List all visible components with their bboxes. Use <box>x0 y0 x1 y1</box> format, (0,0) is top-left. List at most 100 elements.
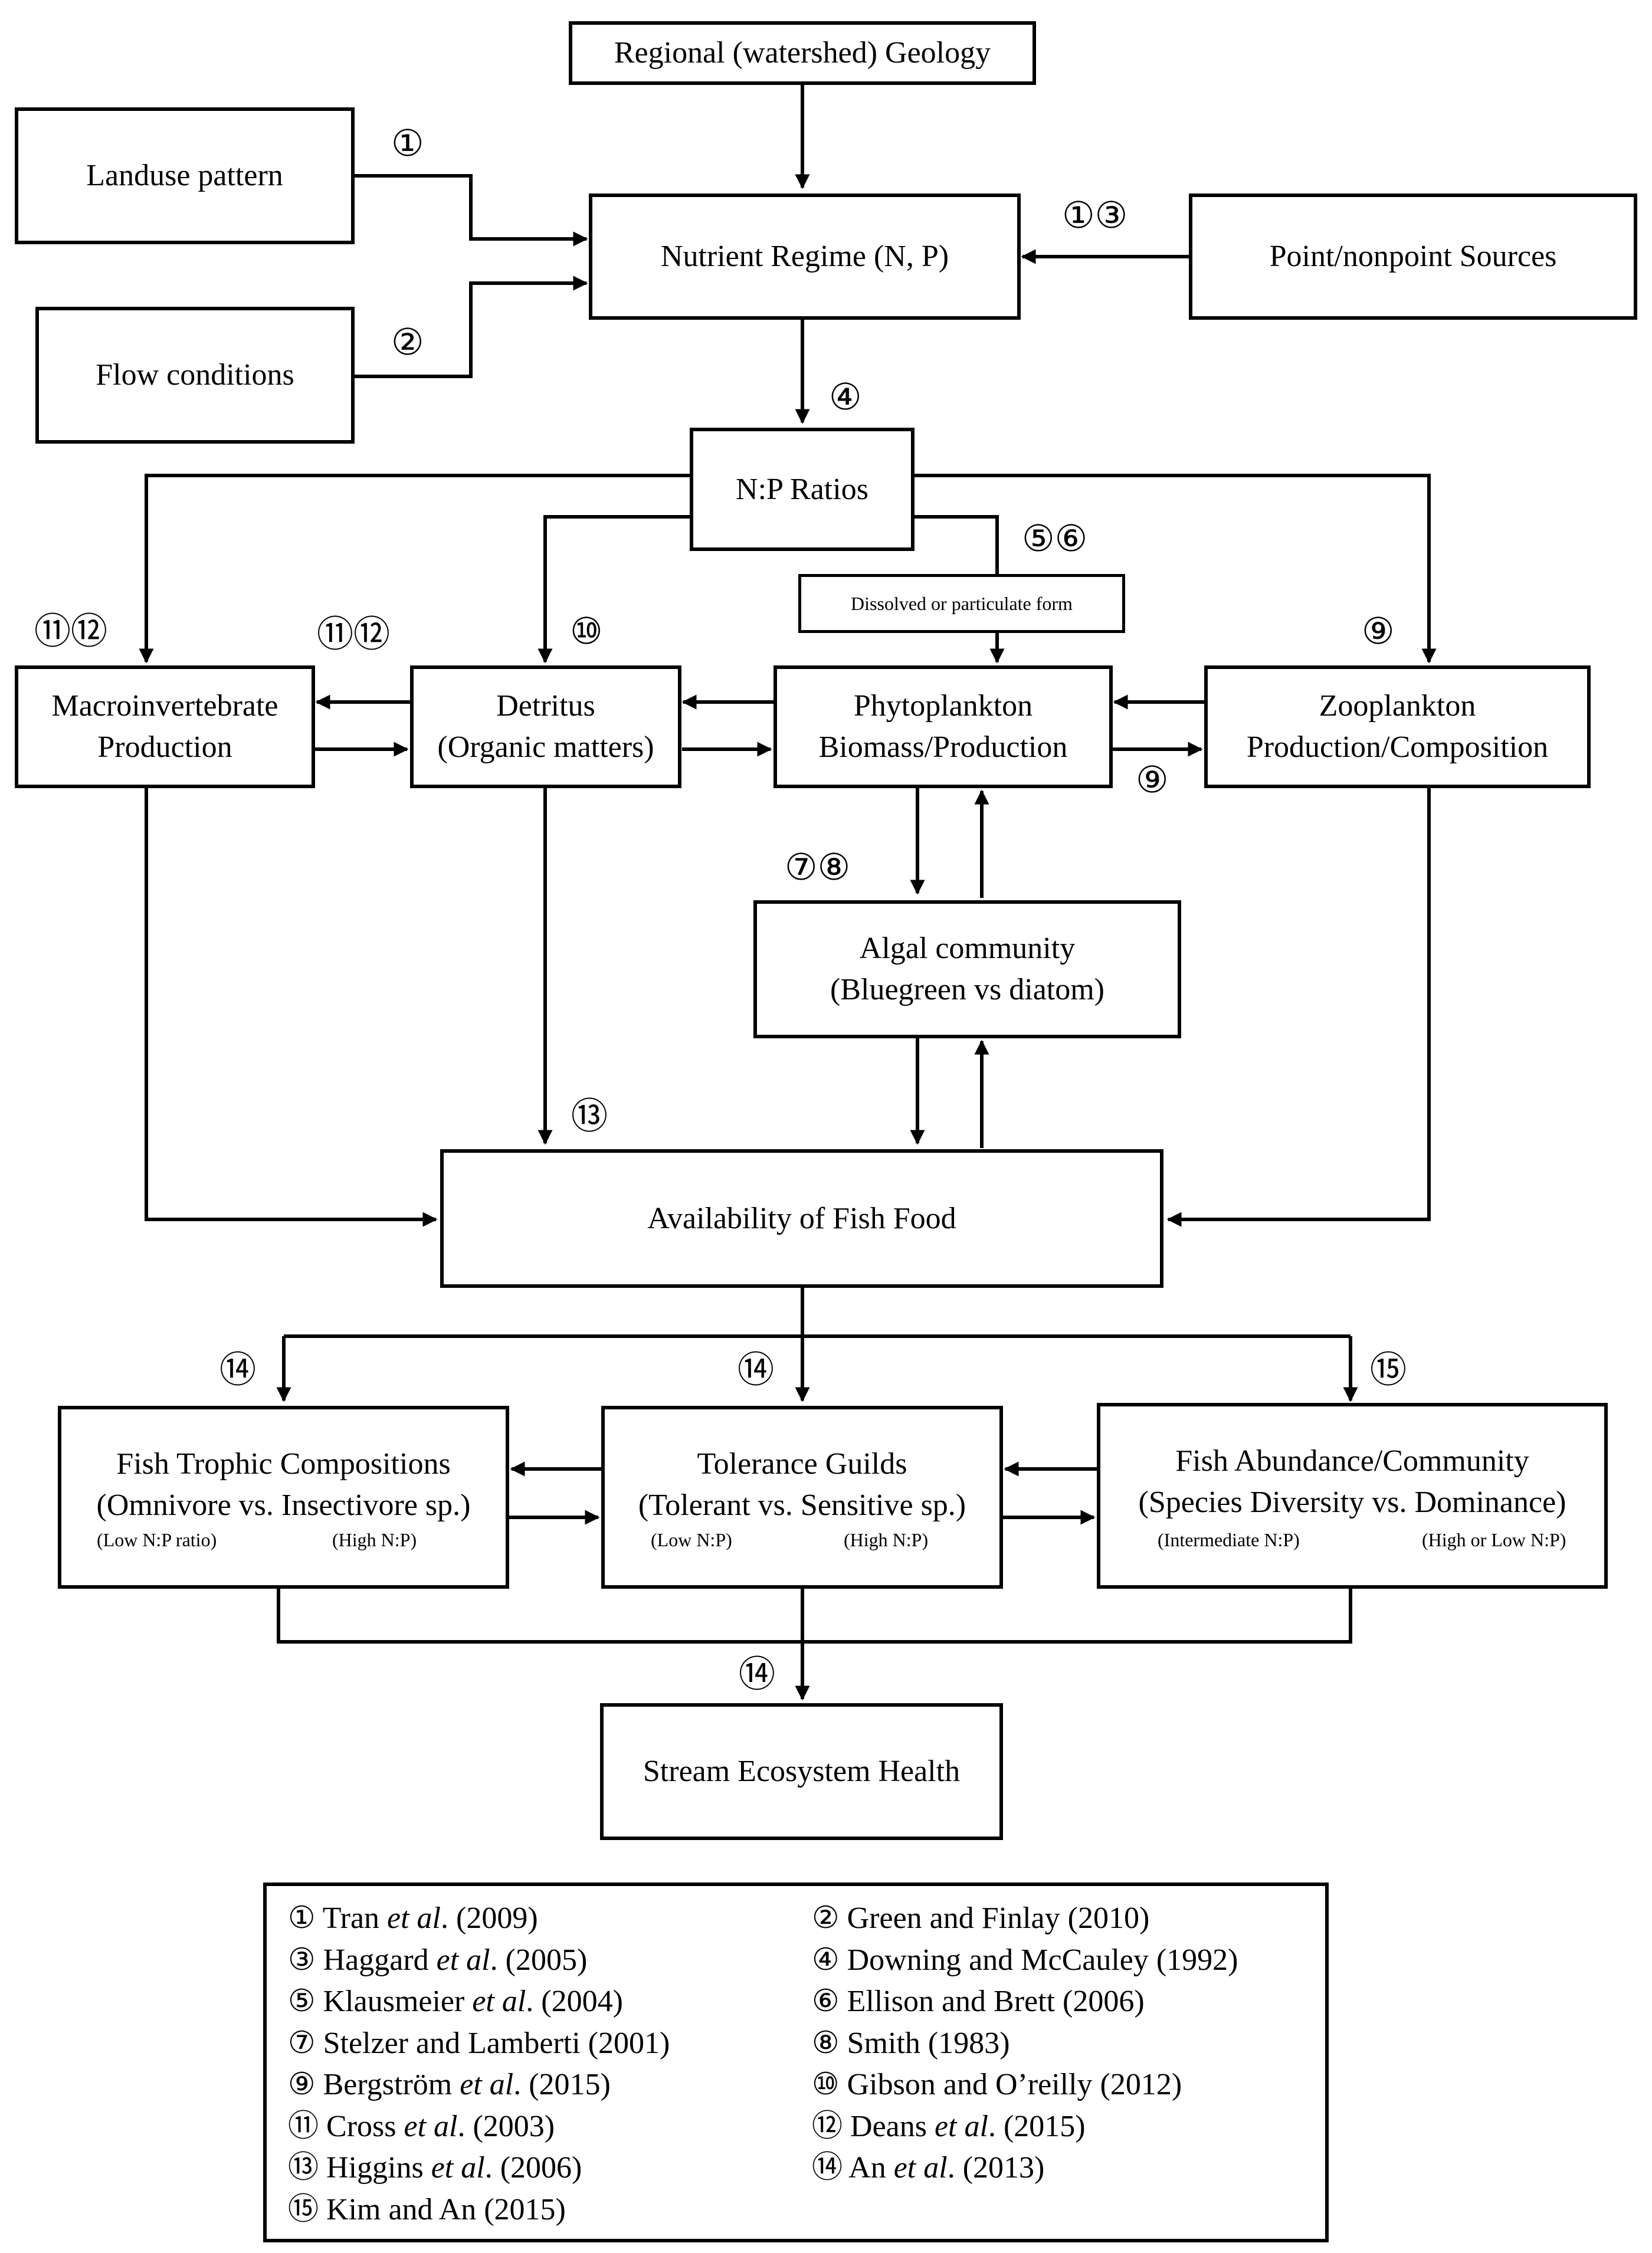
references-legend <box>263 1883 1329 2242</box>
arrow-zoo-food <box>1166 786 1431 1227</box>
reference-number: ⑪ <box>288 2109 327 2143</box>
node-zooplankton: Zooplankton Production/Composition <box>1204 665 1591 788</box>
reference-et-al: et al <box>893 2151 948 2185</box>
reference-item: ⑬ Higgins et al. (2006) <box>288 2150 582 2186</box>
node-macroinvertebrate-line2: Production <box>97 730 232 764</box>
marker-macro-left: ⑪⑫ <box>317 615 391 655</box>
reference-et-al: et al <box>404 2109 458 2143</box>
abundance-note-low: (Intermediate N:P) <box>1158 1529 1300 1550</box>
reference-item: ⑧ Smith (1983) <box>812 2026 1010 2061</box>
node-trophic-line1: Fish Trophic Compositions <box>116 1447 451 1481</box>
reference-item: ⑦ Stelzer and Lamberti (2001) <box>288 2026 670 2061</box>
line-np-dissolved <box>913 515 999 575</box>
node-geology-label: Regional (watershed) Geology <box>614 36 991 70</box>
node-detritus-line1: Detritus <box>496 689 595 723</box>
marker-trophic: ⑭ <box>219 1350 257 1391</box>
reference-et-al: et al <box>387 1901 441 1935</box>
reference-item: ⑨ Bergström et al. (2015) <box>288 2067 611 2103</box>
marker-dissolved: ⑤⑥ <box>1022 519 1088 559</box>
reference-number: ⑨ <box>288 2068 323 2101</box>
reference-year: . (2015) <box>988 2109 1086 2143</box>
node-flow-label: Flow conditions <box>96 358 294 392</box>
node-detritus-line2: (Organic matters) <box>437 730 654 764</box>
reference-author: Higgins <box>326 2151 431 2185</box>
line-food-split <box>284 1286 1351 1338</box>
reference-number: ④ <box>812 1943 847 1977</box>
reference-author: Ellison and Brett (2006) <box>847 1985 1145 2018</box>
reference-year: . (2003) <box>457 2109 555 2143</box>
marker-np: ④ <box>829 378 862 418</box>
reference-item: ⑭ An et al. (2013) <box>812 2150 1044 2186</box>
reference-item: ③ Haggard et al. (2005) <box>288 1943 587 1978</box>
reference-author: An <box>848 2151 894 2185</box>
reference-year: . (2006) <box>484 2151 582 2185</box>
reference-number: ⑤ <box>288 1985 323 2018</box>
node-zooplankton-line1: Zooplankton <box>1319 689 1476 723</box>
node-abundance-line1: Fish Abundance/Community <box>1175 1444 1529 1478</box>
node-abundance-line2: (Species Diversity vs. Dominance) <box>1138 1485 1566 1519</box>
marker-abundance: ⑮ <box>1370 1350 1407 1391</box>
marker-zoo: ⑨ <box>1362 612 1395 652</box>
marker-tolerance: ⑭ <box>738 1350 775 1391</box>
arrow-macro-food <box>145 786 438 1227</box>
node-fish-food-label: Availability of Fish Food <box>647 1201 956 1235</box>
reference-et-al: et al <box>472 1985 526 2018</box>
node-trophic-line2: (Omnivore vs. Insectivore sp.) <box>96 1488 471 1522</box>
reference-number: ② <box>812 1901 847 1935</box>
node-point-sources-label: Point/nonpoint Sources <box>1269 240 1557 273</box>
reference-item: ① Tran et al. (2009) <box>288 1901 538 1936</box>
reference-item: ⑪ Cross et al. (2003) <box>288 2109 555 2144</box>
reference-author: Cross <box>326 2109 404 2143</box>
reference-item: ⑫ Deans et al. (2015) <box>812 2109 1086 2144</box>
reference-et-al: et al <box>436 1943 490 1977</box>
reference-item: ⑩ Gibson and O’reilly (2012) <box>812 2067 1182 2103</box>
node-fish-abundance: Fish Abundance/Community (Species Divers… <box>1097 1403 1608 1589</box>
reference-author: Bergström <box>323 2068 460 2101</box>
node-algal-community-line1: Algal community <box>859 932 1076 965</box>
reference-author: Haggard <box>323 1943 437 1977</box>
reference-item: ⑥ Ellison and Brett (2006) <box>812 1984 1145 2019</box>
reference-author: Kim and An (2015) <box>326 2192 566 2226</box>
node-algal-community: Algal community (Bluegreen vs diatom) <box>753 900 1181 1038</box>
node-phytoplankton: Phytoplankton Biomass/Production <box>773 665 1113 788</box>
line-fish-merge <box>277 1587 1352 1644</box>
node-tolerance-guilds: Tolerance Guilds (Tolerant vs. Sensitive… <box>601 1406 1003 1589</box>
reference-year: . (2005) <box>490 1943 588 1977</box>
node-phytoplankton-line1: Phytoplankton <box>853 689 1033 723</box>
node-detritus: Detritus (Organic matters) <box>410 665 681 788</box>
arrow-np-zoo <box>913 474 1437 664</box>
reference-year: . (2009) <box>441 1901 538 1935</box>
node-dissolved-form-label: Dissolved or particulate form <box>851 593 1073 614</box>
reference-number: ⑥ <box>812 1985 847 2018</box>
node-dissolved-form: Dissolved or particulate form <box>798 574 1125 633</box>
reference-year: . (2015) <box>513 2068 611 2101</box>
reference-item: ④ Downing and McCauley (1992) <box>812 1943 1238 1978</box>
abundance-note-high: (High or Low N:P) <box>1422 1529 1566 1550</box>
marker-point-sources: ①③ <box>1062 196 1128 236</box>
arrow-np-macro <box>139 474 691 664</box>
reference-number: ⑩ <box>812 2068 847 2101</box>
reference-year: . (2004) <box>526 1985 623 2018</box>
node-nutrient: Nutrient Regime (N, P) <box>589 194 1021 320</box>
reference-number: ⑭ <box>812 2151 849 2185</box>
reference-item: ② Green and Finlay (2010) <box>812 1901 1149 1936</box>
reference-author: Green and Finlay (2010) <box>847 1901 1150 1935</box>
node-ecosystem-health: Stream Ecosystem Health <box>600 1703 1003 1840</box>
reference-et-al: et al <box>934 2109 988 2143</box>
node-zooplankton-line2: Production/Composition <box>1246 730 1549 764</box>
node-landuse: Landuse pattern <box>15 107 355 244</box>
reference-number: ① <box>288 1901 323 1935</box>
reference-author: Tran <box>322 1901 388 1935</box>
reference-author: Stelzer and Lamberti (2001) <box>323 2026 670 2060</box>
reference-et-al: et al <box>431 2151 485 2185</box>
node-ecosystem-health-label: Stream Ecosystem Health <box>643 1754 961 1788</box>
node-geology: Regional (watershed) Geology <box>569 21 1036 85</box>
reference-year: . (2013) <box>947 2151 1045 2185</box>
marker-detritus: ⑩ <box>570 612 603 652</box>
reference-author: Downing and McCauley (1992) <box>847 1943 1238 1977</box>
marker-fish-food: ⑬ <box>571 1097 608 1137</box>
node-landuse-label: Landuse pattern <box>86 159 283 192</box>
reference-et-al: et al <box>460 2068 514 2101</box>
node-tolerance-line1: Tolerance Guilds <box>697 1447 907 1481</box>
